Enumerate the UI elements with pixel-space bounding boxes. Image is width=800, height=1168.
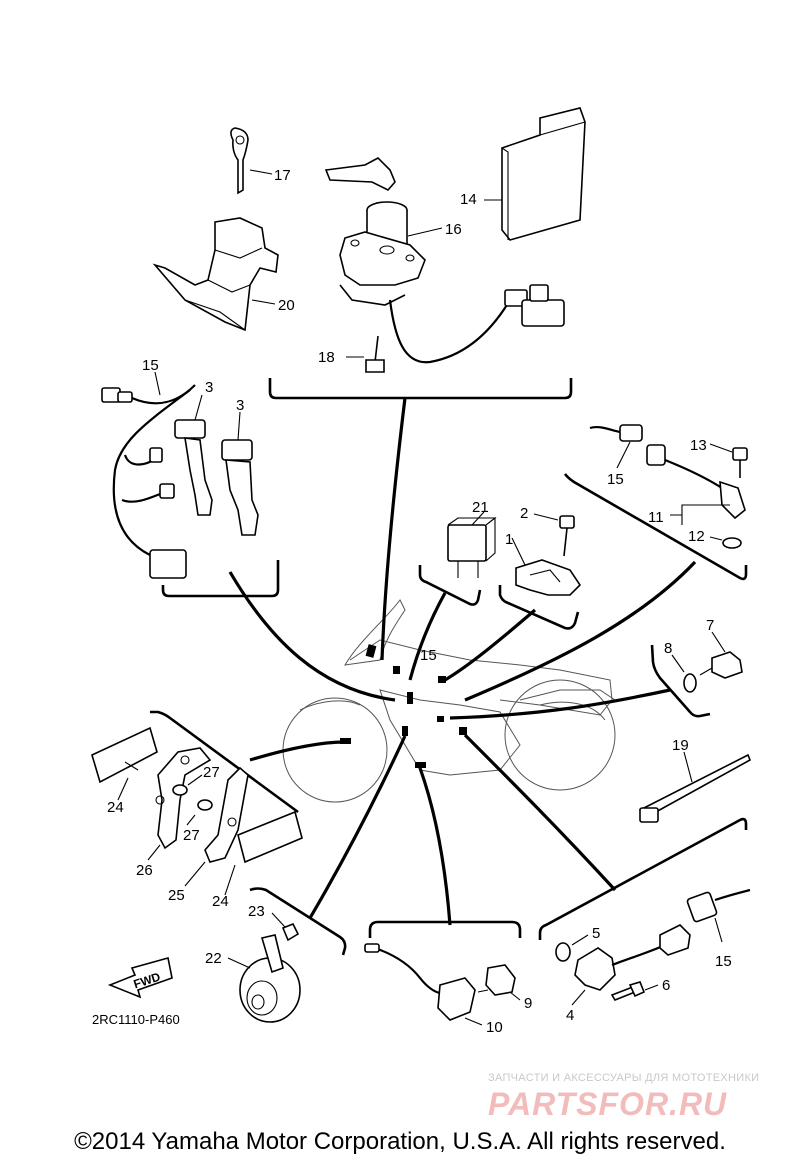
callout-15-right: 15 xyxy=(607,471,624,488)
ignition-coil-3b xyxy=(221,411,259,536)
callout-17: 17 xyxy=(274,167,291,184)
relay-21 xyxy=(447,511,497,578)
callout-3-a: 3 xyxy=(205,379,213,396)
wire-harness-15-left xyxy=(101,371,196,579)
group-brackets xyxy=(150,378,748,956)
sensor-11 xyxy=(646,444,746,525)
callout-6: 6 xyxy=(662,977,670,994)
temp-sensor-7 xyxy=(699,631,743,679)
callout-1: 1 xyxy=(505,531,513,548)
callout-19: 19 xyxy=(672,737,689,754)
callout-10: 10 xyxy=(486,1019,503,1036)
horn-22 xyxy=(227,934,301,1023)
nut-27b xyxy=(186,799,213,826)
callout-labels: 17 20 16 14 18 15 3 3 21 2 1 13 15 11 12… xyxy=(107,167,732,1036)
callout-5: 5 xyxy=(592,925,600,942)
callout-26: 26 xyxy=(136,862,153,879)
bracket-25 xyxy=(184,766,249,887)
ignition-coil-3a xyxy=(174,394,213,516)
callout-3-b: 3 xyxy=(236,397,244,414)
callout-8: 8 xyxy=(664,640,672,657)
watermark-tagline: ЗАПЧАСТИ И АКСЕССУАРЫ ДЛЯ МОТОТЕХНИКИ xyxy=(488,1072,760,1084)
key-17 xyxy=(230,127,273,195)
sensor-1 xyxy=(511,537,582,596)
callout-23: 23 xyxy=(248,903,265,920)
callout-24-a: 24 xyxy=(107,799,124,816)
callout-9: 9 xyxy=(524,995,532,1012)
bolt-13 xyxy=(709,443,748,478)
nut-27a xyxy=(172,774,203,796)
callout-15-lower: 15 xyxy=(715,953,732,970)
bracket-26 xyxy=(147,747,212,861)
bracket-cover-20 xyxy=(152,217,279,332)
callout-14: 14 xyxy=(460,191,477,208)
bolt-6 xyxy=(610,981,659,1001)
bolt-2 xyxy=(533,513,575,557)
callout-2: 2 xyxy=(520,505,528,522)
screw-18 xyxy=(346,335,385,373)
o-ring-5 xyxy=(555,934,589,962)
callout-24-b: 24 xyxy=(212,893,229,910)
nut-23 xyxy=(271,912,300,942)
callout-7: 7 xyxy=(706,617,714,634)
callout-4: 4 xyxy=(566,1007,574,1024)
motorcycle-outline xyxy=(282,599,616,803)
callout-11: 11 xyxy=(648,509,664,526)
callout-16: 16 xyxy=(445,221,462,238)
watermark-logo: PARTSFOR.RU xyxy=(488,1086,728,1122)
main-switch-16 xyxy=(324,157,565,364)
drawing-code: 2RC1110-P460 xyxy=(92,1012,180,1027)
wire-harness-15-lower xyxy=(659,888,751,956)
fwd-arrow-icon: FWD xyxy=(107,956,173,999)
copyright-notice: ©2014 Yamaha Motor Corporation, U.S.A. A… xyxy=(74,1128,726,1155)
callout-20: 20 xyxy=(278,297,295,314)
callout-27-a: 27 xyxy=(203,764,220,781)
wire-harness-15-right xyxy=(589,424,643,469)
o-ring-12 xyxy=(709,536,742,549)
callout-27-b: 27 xyxy=(183,827,200,844)
callout-25: 25 xyxy=(168,887,185,904)
callout-13: 13 xyxy=(690,437,707,454)
callout-15-left: 15 xyxy=(142,357,159,374)
callout-18: 18 xyxy=(318,349,335,366)
ecu-14 xyxy=(484,107,586,241)
cable-tie-19 xyxy=(638,751,752,823)
callout-15-center: 15 xyxy=(420,647,437,664)
callout-12: 12 xyxy=(688,528,705,545)
switch-9 xyxy=(477,964,521,1001)
reflector-24a xyxy=(91,726,158,801)
callout-22: 22 xyxy=(205,950,222,967)
callout-21: 21 xyxy=(472,499,489,516)
sensor-10 xyxy=(364,943,483,1026)
connection-lines xyxy=(228,397,697,926)
gasket-8 xyxy=(671,654,697,693)
reflector-24b xyxy=(224,810,303,896)
